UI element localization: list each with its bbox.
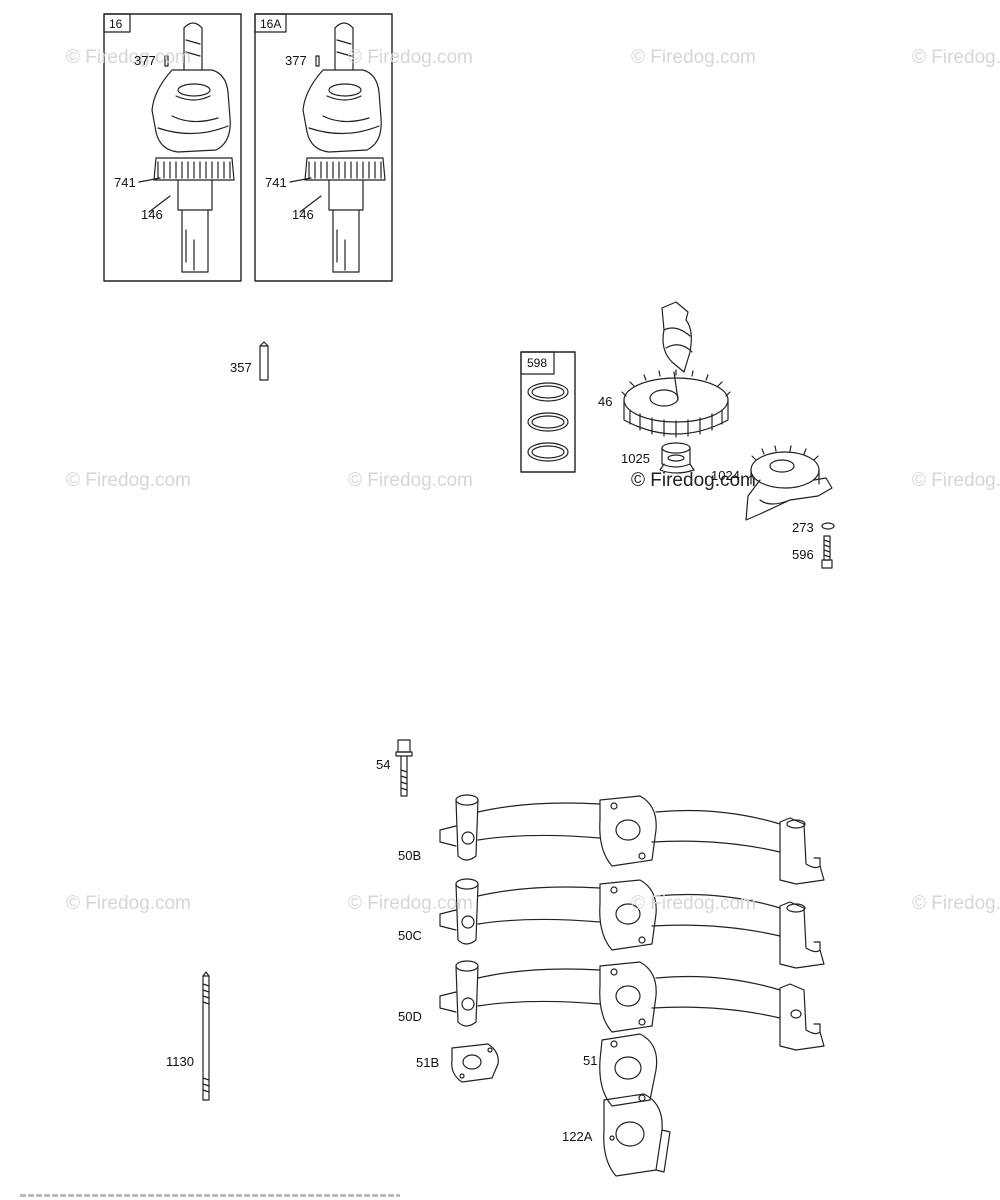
callout-273: 273 bbox=[792, 520, 814, 535]
watermark-6: © Firedog.com bbox=[348, 470, 473, 491]
callout-50c: 50C bbox=[398, 928, 422, 943]
bolt-part-596 bbox=[821, 535, 833, 569]
watermark-5: © Firedog.com bbox=[66, 470, 191, 491]
watermark-2: © Firedog.com bbox=[348, 47, 473, 68]
watermark-3: © Firedog.com bbox=[631, 47, 756, 68]
footer-rule bbox=[20, 1194, 400, 1197]
watermark-8: © Firedog.com bbox=[912, 470, 1000, 491]
bushing-part-1025 bbox=[659, 442, 695, 474]
callout-596: 596 bbox=[792, 547, 814, 562]
callout-377-b: 377 bbox=[285, 53, 307, 68]
watermark-12: © Firedog.com bbox=[912, 893, 1000, 914]
crankshaft-part-16a bbox=[289, 22, 386, 273]
callout-1025: 1025 bbox=[621, 451, 650, 466]
callout-741-b: 741 bbox=[265, 175, 287, 190]
callout-1024: 1024 bbox=[711, 468, 740, 483]
watermark-7: © Firedog.com bbox=[631, 470, 756, 491]
manifold-part-50d bbox=[439, 960, 825, 1051]
crankshaft-box-16 bbox=[103, 13, 242, 282]
watermark-4: © Firedog.com bbox=[912, 47, 1000, 68]
bolt-part-54 bbox=[395, 739, 413, 797]
key-part-357 bbox=[259, 341, 269, 381]
box-label-16: 16 bbox=[109, 17, 123, 31]
camshaft-part-46 bbox=[621, 301, 731, 438]
callout-51b: 51B bbox=[416, 1055, 440, 1070]
stud-part-1130 bbox=[202, 971, 210, 1101]
box-label-598: 598 bbox=[527, 356, 548, 370]
crankshaft-part-16 bbox=[138, 22, 235, 273]
callout-357: 357 bbox=[230, 360, 252, 375]
callout-51: 51 bbox=[583, 1053, 598, 1068]
callout-377-a: 377 bbox=[134, 53, 156, 68]
callout-146-b: 146 bbox=[292, 207, 314, 222]
callout-122a: 122A bbox=[562, 1129, 593, 1144]
washer-part-273 bbox=[821, 522, 835, 530]
governor-gear-part-1024 bbox=[745, 445, 833, 521]
watermark-10: © Firedog.com bbox=[348, 893, 473, 914]
callout-50b: 50B bbox=[398, 848, 422, 863]
gasket-part-51 bbox=[599, 1033, 658, 1107]
manifold-part-50c bbox=[439, 878, 825, 969]
manifold-part-50b bbox=[439, 794, 825, 885]
callout-54: 54 bbox=[376, 757, 391, 772]
watermark-1: © Firedog.com bbox=[66, 47, 191, 68]
gasket-part-51b bbox=[451, 1043, 499, 1083]
watermark-9: © Firedog.com bbox=[66, 893, 191, 914]
watermark-11: © Firedog.com bbox=[631, 893, 756, 914]
callout-146-a: 146 bbox=[141, 207, 163, 222]
spacer-part-122a bbox=[603, 1093, 671, 1177]
crankshaft-box-16a bbox=[254, 13, 393, 282]
callout-50d: 50D bbox=[398, 1009, 422, 1024]
callout-741-a: 741 bbox=[114, 175, 136, 190]
callout-46: 46 bbox=[598, 394, 613, 409]
piston-rings-box-598 bbox=[520, 351, 576, 473]
callout-1130: 1130 bbox=[166, 1054, 194, 1069]
box-label-16a: 16A bbox=[260, 17, 282, 31]
